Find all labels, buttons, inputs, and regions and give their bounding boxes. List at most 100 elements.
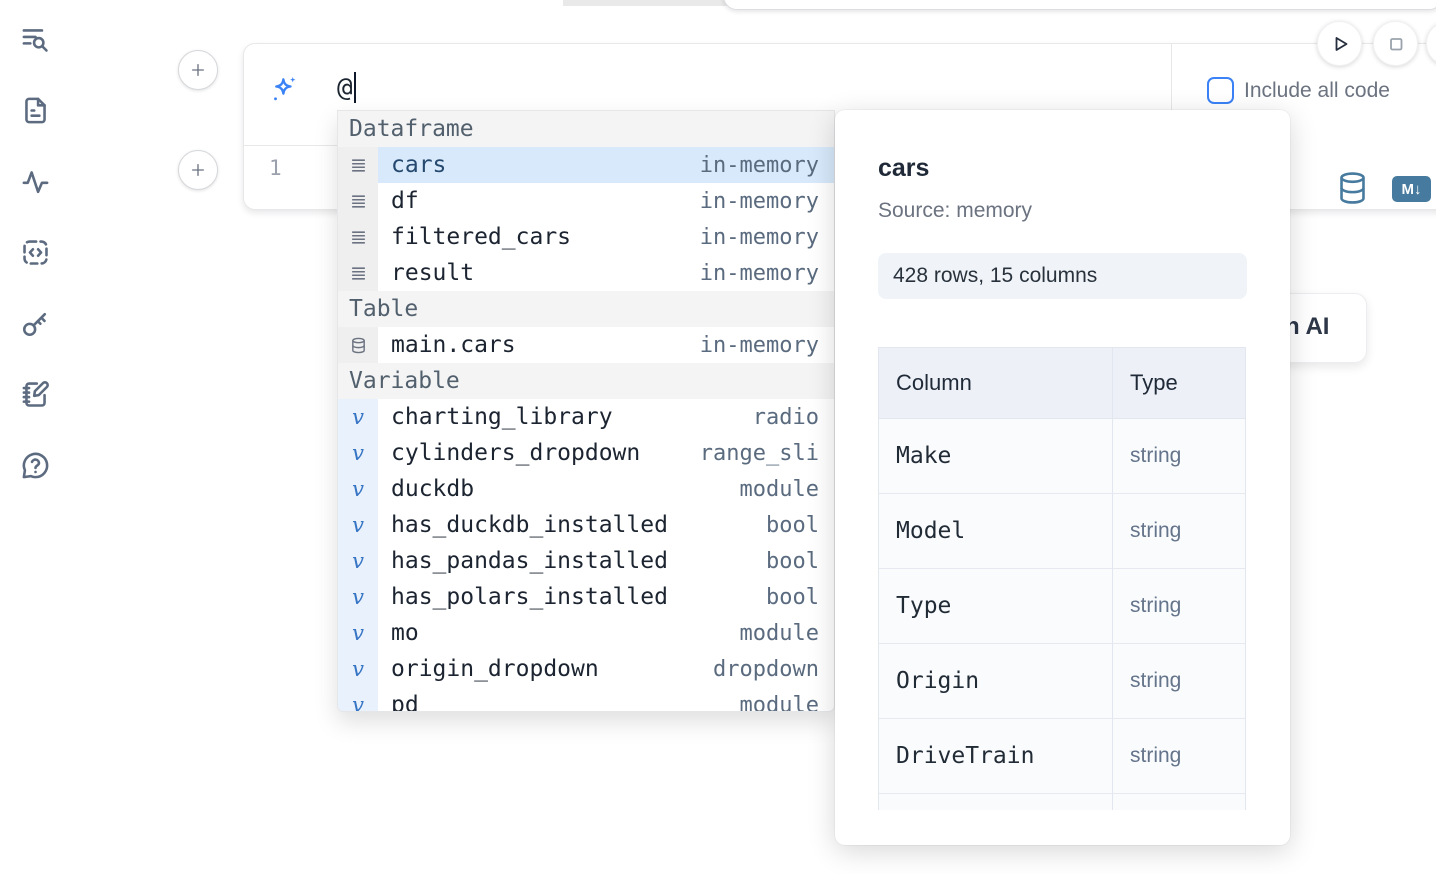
completion-item-type: dropdown: [713, 657, 819, 682]
variable-icon: v: [352, 657, 364, 681]
completion-item-main.cars[interactable]: main.cars in-memory: [338, 327, 834, 363]
stop-icon: [1384, 32, 1408, 56]
schema-row: [879, 794, 1246, 811]
text-cursor: [354, 72, 356, 103]
completion-item-type: radio: [753, 405, 819, 430]
column-header: Column: [879, 348, 1113, 419]
database-icon: [338, 327, 378, 363]
completion-item-duckdb[interactable]: vduckdbmodule: [338, 471, 834, 507]
schema-column-name: Make: [879, 419, 1113, 494]
schema-row: Modelstring: [879, 494, 1246, 569]
variable-icon: v: [352, 621, 364, 645]
include-all-code-label: Include all code: [1244, 79, 1390, 103]
popup-source: Source: memory: [878, 199, 1247, 223]
completion-item-name: main.cars: [391, 332, 516, 358]
schema-column-name: Model: [879, 494, 1113, 569]
plus-icon: [190, 62, 206, 78]
variable-icon: v: [338, 543, 378, 579]
list-search-icon[interactable]: [20, 24, 51, 55]
completion-item-filtered_cars[interactable]: filtered_carsin-memory: [338, 219, 834, 255]
variable-icon: v: [338, 435, 378, 471]
completion-item-type: module: [740, 621, 819, 646]
completion-item-cars[interactable]: cars in-memory: [338, 147, 834, 183]
completion-item-name: has_duckdb_installed: [391, 512, 668, 538]
completion-item-cylinders_dropdown[interactable]: vcylinders_dropdownrange_sli: [338, 435, 834, 471]
completion-item-type: in-memory: [700, 153, 819, 178]
rows-icon: [338, 147, 378, 183]
schema-row: DriveTrainstring: [879, 719, 1246, 794]
completion-item-charting_library[interactable]: vcharting_libraryradio: [338, 399, 834, 435]
schema-column-type: string: [1113, 419, 1246, 494]
sidebar: [20, 24, 52, 481]
completion-item-body: main.cars in-memory: [378, 327, 834, 363]
help-circle-icon[interactable]: [20, 450, 51, 481]
code-square-icon[interactable]: [20, 237, 51, 268]
completion-item-body: has_polars_installedbool: [378, 579, 834, 615]
completion-item-origin_dropdown[interactable]: vorigin_dropdowndropdown: [338, 651, 834, 687]
variable-icon: v: [352, 585, 364, 609]
notebook-pen-icon[interactable]: [20, 379, 51, 410]
completion-item-type: in-memory: [700, 333, 819, 358]
add-cell-above-button[interactable]: [178, 50, 218, 90]
stop-button[interactable]: [1373, 21, 1418, 66]
activity-icon[interactable]: [20, 166, 51, 197]
schema-column-name: [879, 794, 1113, 811]
variable-icon: v: [338, 471, 378, 507]
line-number: 1: [269, 156, 282, 180]
completion-item-body: df in-memory: [378, 183, 834, 219]
variable-icon: v: [352, 477, 364, 501]
completion-item-type: in-memory: [700, 225, 819, 250]
completion-item-type: in-memory: [700, 189, 819, 214]
completion-item-has_duckdb_installed[interactable]: v has_duckdb_installedbool: [338, 507, 834, 543]
variable-icon: v: [338, 615, 378, 651]
completion-item-body: momodule: [378, 615, 834, 651]
previous-cell-edge: [723, 0, 1436, 10]
schema-header-row: Column Type: [879, 348, 1246, 419]
completion-item-name: cars: [391, 152, 446, 178]
completion-item-type: module: [740, 477, 819, 502]
schema-column-type: string: [1113, 569, 1246, 644]
type-header: Type: [1113, 348, 1246, 419]
document-icon[interactable]: [20, 95, 51, 126]
key-icon[interactable]: [20, 308, 51, 339]
completion-item-body: has_duckdb_installedbool: [378, 507, 834, 543]
play-icon: [1328, 32, 1352, 56]
completion-item-name: has_pandas_installed: [391, 548, 668, 574]
completion-menu: Dataframecarsin-memorydfin-memoryfiltere…: [337, 110, 835, 712]
menu-section-header: Table: [338, 291, 834, 327]
completion-item-df[interactable]: df in-memory: [338, 183, 834, 219]
schema-row: Makestring: [879, 419, 1246, 494]
completion-item-name: df: [391, 188, 419, 214]
variable-icon: v: [352, 405, 364, 429]
cell-gap: [563, 0, 727, 6]
completion-item-name: has_polars_installed: [391, 584, 668, 610]
variable-icon: v: [352, 441, 364, 465]
completion-item-name: pd: [391, 692, 419, 712]
completion-item-result[interactable]: result in-memory: [338, 255, 834, 291]
include-all-code-checkbox[interactable]: [1207, 77, 1234, 104]
variable-icon: v: [352, 513, 364, 537]
completion-item-body: result in-memory: [378, 255, 834, 291]
variable-icon: v: [352, 693, 364, 712]
schema-column-type: [1113, 794, 1246, 811]
completion-item-mo[interactable]: v momodule: [338, 615, 834, 651]
schema-row: Originstring: [879, 644, 1246, 719]
completion-item-body: filtered_carsin-memory: [378, 219, 834, 255]
add-cell-below-button[interactable]: [178, 150, 218, 190]
completion-item-has_polars_installed[interactable]: v has_polars_installedbool: [338, 579, 834, 615]
completion-item-has_pandas_installed[interactable]: vhas_pandas_installedbool: [338, 543, 834, 579]
shape-badge: 428 rows, 15 columns: [878, 253, 1247, 299]
completion-item-name: result: [391, 260, 474, 286]
completion-item-type: in-memory: [700, 261, 819, 286]
completion-item-pd[interactable]: vpdmodule: [338, 687, 834, 712]
markdown-icon[interactable]: M↓: [1392, 176, 1431, 202]
completion-item-name: cylinders_dropdown: [391, 440, 640, 466]
ai-prompt-input[interactable]: @: [337, 72, 356, 103]
completion-item-body: cars in-memory: [378, 147, 834, 183]
dataframe-preview-popup: cars Source: memory 428 rows, 15 columns…: [835, 110, 1290, 845]
run-cell-button[interactable]: [1317, 21, 1362, 66]
plus-icon: [190, 162, 206, 178]
database-icon[interactable]: [1337, 170, 1368, 206]
variable-icon: v: [338, 579, 378, 615]
